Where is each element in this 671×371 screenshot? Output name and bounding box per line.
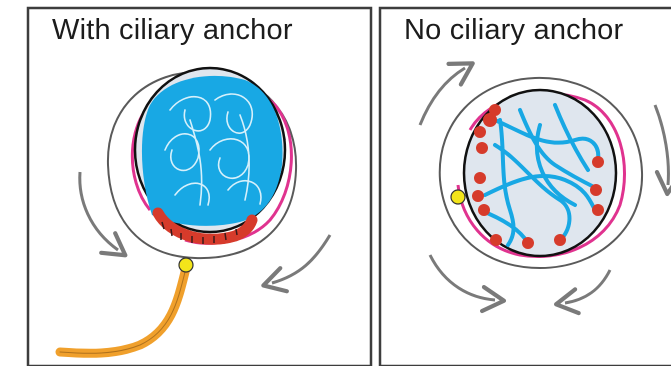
rotation-arrow-icon [80,172,118,250]
anchor-spot [592,204,604,216]
anchor-spot [490,234,502,246]
panel-title-no-anchor: No ciliary anchor [404,14,623,47]
rotation-arrow-icon [430,255,495,300]
anchor-spot [474,126,486,138]
basal-body-icon [451,190,465,204]
anchor-spot [489,104,501,116]
anchor-spot [478,204,490,216]
panel-title-with-anchor: With ciliary anchor [52,14,293,47]
chromatin-left [142,76,283,226]
anchor-spot [472,190,484,202]
cilium-left-edge [60,268,186,353]
rotation-arrow-icon [565,270,610,303]
panel-right-cell [420,68,668,303]
anchor-spot [592,156,604,168]
anchor-spot [554,234,566,246]
anchor-spot [590,184,602,196]
rotation-arrow-icon [272,235,330,283]
anchor-spot [476,142,488,154]
panel-left-cell [60,68,330,353]
anchor-spot [474,172,486,184]
rotation-arrow-icon [655,105,668,185]
anchor-spot [522,237,534,249]
cilium-left [60,268,186,353]
basal-body-icon [179,258,193,272]
